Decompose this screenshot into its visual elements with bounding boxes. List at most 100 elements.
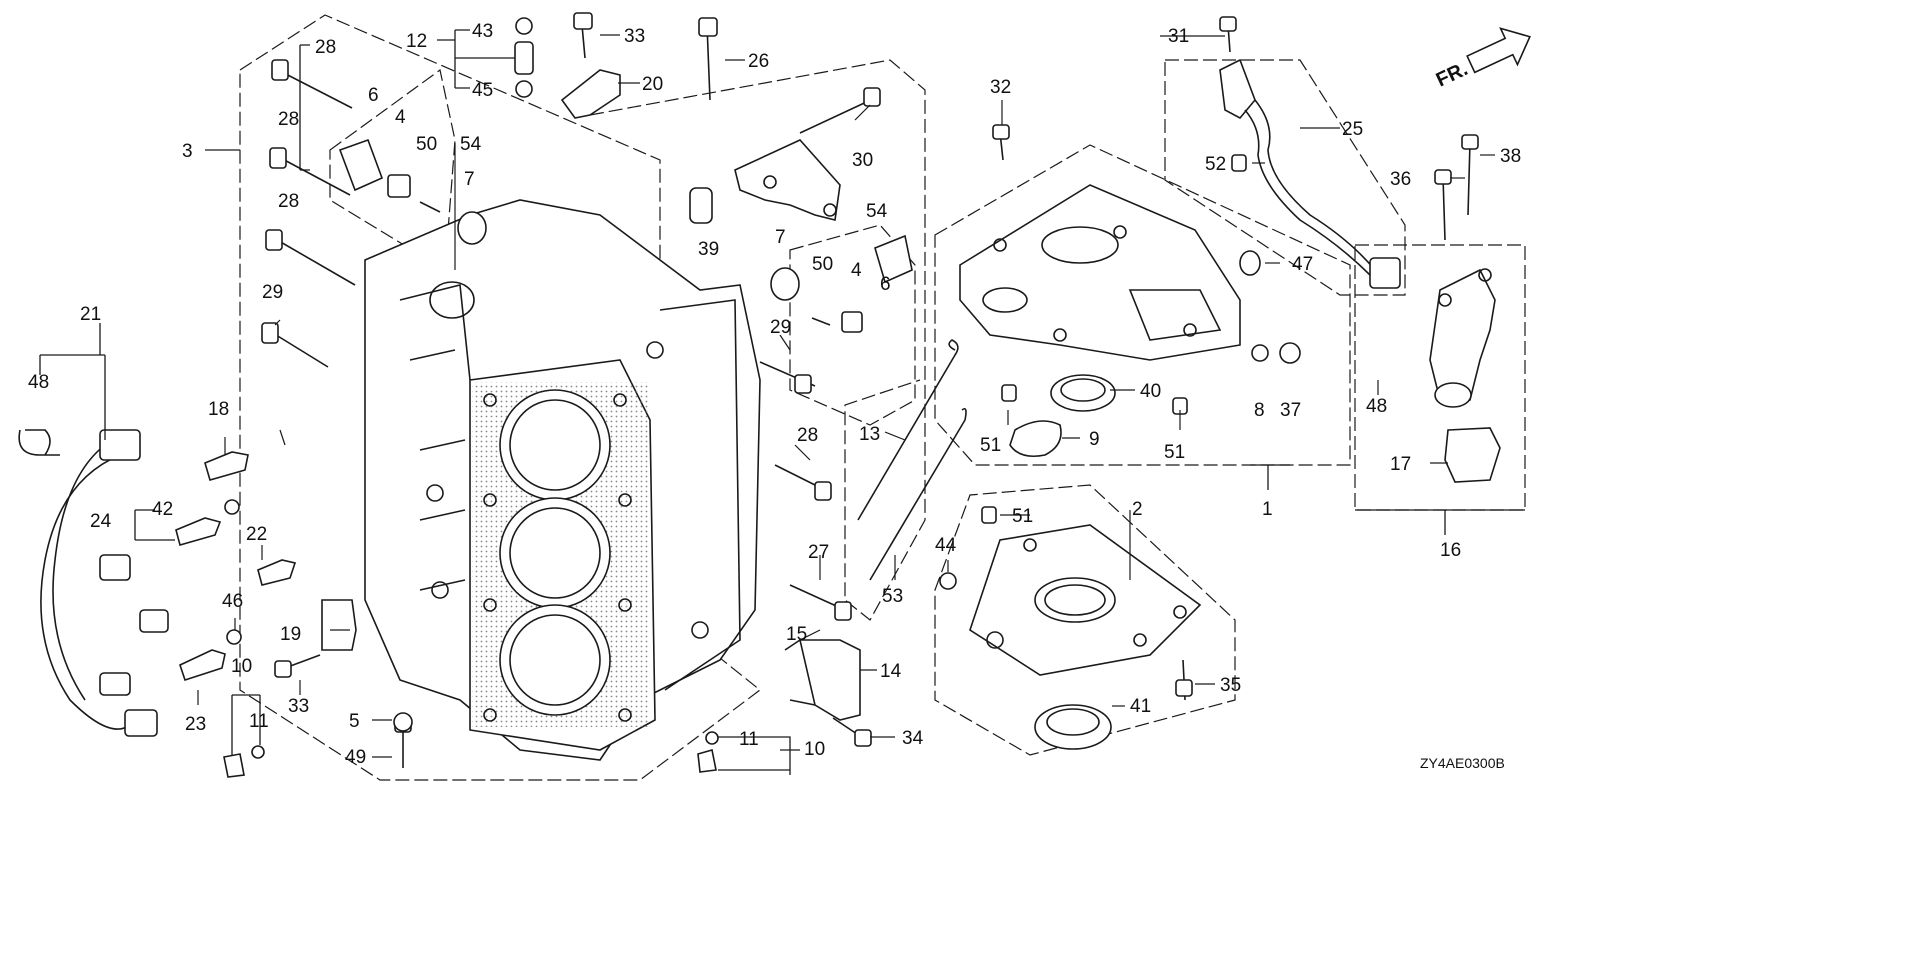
callout-52: 52 bbox=[1205, 154, 1226, 175]
callout-43: 43 bbox=[472, 21, 493, 42]
callout-4b: 4 bbox=[851, 260, 862, 281]
misc-small-parts bbox=[251, 17, 1247, 773]
callout-30: 30 bbox=[852, 150, 873, 171]
callout-26: 26 bbox=[748, 51, 769, 72]
harness-25-outline bbox=[1164, 59, 1406, 296]
gasket-17 bbox=[1444, 427, 1501, 483]
wire-harness-21 bbox=[40, 429, 169, 737]
clip-48-left bbox=[18, 429, 60, 456]
callout-50a: 50 bbox=[416, 134, 437, 155]
callout-28a: 28 bbox=[315, 37, 336, 58]
upper-cover-outline bbox=[934, 144, 1351, 466]
oil-seal-40 bbox=[1050, 374, 1116, 412]
callout-2: 2 bbox=[1132, 499, 1143, 520]
callout-10b: 10 bbox=[804, 739, 825, 760]
callout-38: 38 bbox=[1500, 146, 1521, 167]
callout-54b: 54 bbox=[866, 201, 888, 222]
reference-code: ZY4AE0300B bbox=[1420, 755, 1505, 771]
callout-9: 9 bbox=[1089, 429, 1100, 450]
callout-28d: 28 bbox=[797, 425, 818, 446]
callout-21: 21 bbox=[80, 304, 101, 325]
callout-51b: 51 bbox=[1164, 442, 1185, 463]
callout-32: 32 bbox=[990, 77, 1011, 98]
callout-4a: 4 bbox=[395, 107, 406, 128]
callout-22: 22 bbox=[246, 524, 267, 545]
callout-25: 25 bbox=[1342, 119, 1363, 140]
callout-47: 47 bbox=[1292, 254, 1313, 275]
callout-8: 8 bbox=[1254, 400, 1265, 421]
callout-18: 18 bbox=[208, 399, 229, 420]
callout-19: 19 bbox=[280, 624, 301, 645]
callout-labels: 1 2 3 4 4 5 6 6 7 7 8 9 10 10 11 11 12 1… bbox=[28, 21, 1521, 768]
callout-28b: 28 bbox=[278, 109, 299, 130]
callout-40: 40 bbox=[1140, 381, 1161, 402]
callout-15: 15 bbox=[786, 624, 807, 645]
callout-10a: 10 bbox=[231, 656, 252, 677]
head-cover-outline bbox=[589, 59, 926, 621]
callout-6a: 6 bbox=[368, 85, 379, 106]
callout-29a: 29 bbox=[262, 282, 283, 303]
plug-37 bbox=[1279, 342, 1301, 364]
callout-45: 45 bbox=[472, 80, 493, 101]
callout-48a: 48 bbox=[28, 372, 49, 393]
callout-44: 44 bbox=[935, 535, 957, 556]
callout-7b: 7 bbox=[775, 227, 786, 248]
callout-41: 41 bbox=[1130, 696, 1151, 717]
upper-oil-cover bbox=[959, 184, 1241, 361]
callout-11b: 11 bbox=[739, 729, 759, 750]
callout-28c: 28 bbox=[278, 191, 299, 212]
washer-8 bbox=[1251, 344, 1269, 362]
callout-51a: 51 bbox=[980, 435, 1001, 456]
plug-group-right-outline bbox=[789, 224, 916, 426]
parts-diagram: FR. bbox=[18, 12, 1531, 781]
front-marker-text: FR. bbox=[1433, 58, 1471, 92]
callout-1: 1 bbox=[1262, 499, 1273, 520]
callout-11a: 11 bbox=[249, 711, 269, 732]
callout-48b: 48 bbox=[1366, 396, 1387, 417]
o-ring-47 bbox=[1239, 250, 1261, 276]
solenoid-valve-16 bbox=[1429, 268, 1496, 408]
oil-seal-41 bbox=[1034, 704, 1112, 750]
callout-5: 5 bbox=[349, 711, 360, 732]
callout-14: 14 bbox=[880, 661, 902, 682]
callout-34: 34 bbox=[902, 728, 924, 749]
callout-39: 39 bbox=[698, 239, 719, 260]
callout-53: 53 bbox=[882, 586, 903, 607]
callout-17: 17 bbox=[1390, 454, 1411, 475]
callout-6b: 6 bbox=[880, 274, 891, 295]
callout-3: 3 bbox=[182, 141, 193, 162]
drain-plugs-left bbox=[338, 138, 487, 245]
callout-35: 35 bbox=[1220, 675, 1241, 696]
callout-33b: 33 bbox=[288, 696, 309, 717]
o-ring-9 bbox=[1009, 420, 1062, 458]
o-ring-44 bbox=[939, 572, 957, 590]
wire-harness-25 bbox=[1219, 58, 1401, 289]
valve-group-16-outline bbox=[1354, 244, 1526, 511]
callout-51c: 51 bbox=[1012, 506, 1033, 527]
callout-50b: 50 bbox=[812, 254, 833, 275]
callout-49: 49 bbox=[345, 747, 366, 768]
callout-33a: 33 bbox=[624, 26, 645, 47]
leader-lines bbox=[39, 29, 1525, 775]
sensors bbox=[175, 451, 297, 778]
callout-36: 36 bbox=[1390, 169, 1411, 190]
plug-group-outline bbox=[329, 68, 456, 272]
lower-cover-outline bbox=[934, 484, 1236, 756]
callout-29b: 29 bbox=[770, 317, 791, 338]
callout-12: 12 bbox=[406, 31, 427, 52]
callout-31: 31 bbox=[1168, 26, 1189, 47]
callout-20: 20 bbox=[642, 74, 663, 95]
callout-54a: 54 bbox=[460, 134, 482, 155]
callout-23: 23 bbox=[185, 714, 206, 735]
callout-27: 27 bbox=[808, 542, 829, 563]
callout-42: 42 bbox=[152, 499, 173, 520]
callout-46: 46 bbox=[222, 591, 243, 612]
thermostat-cover bbox=[734, 139, 841, 221]
callout-13: 13 bbox=[859, 424, 880, 445]
callout-7a: 7 bbox=[464, 169, 475, 190]
callout-37: 37 bbox=[1280, 400, 1301, 421]
front-direction-arrow bbox=[1466, 27, 1531, 74]
cylinder-block bbox=[364, 199, 761, 761]
lower-oil-cover bbox=[969, 524, 1202, 676]
drain-plugs-right bbox=[770, 234, 913, 333]
